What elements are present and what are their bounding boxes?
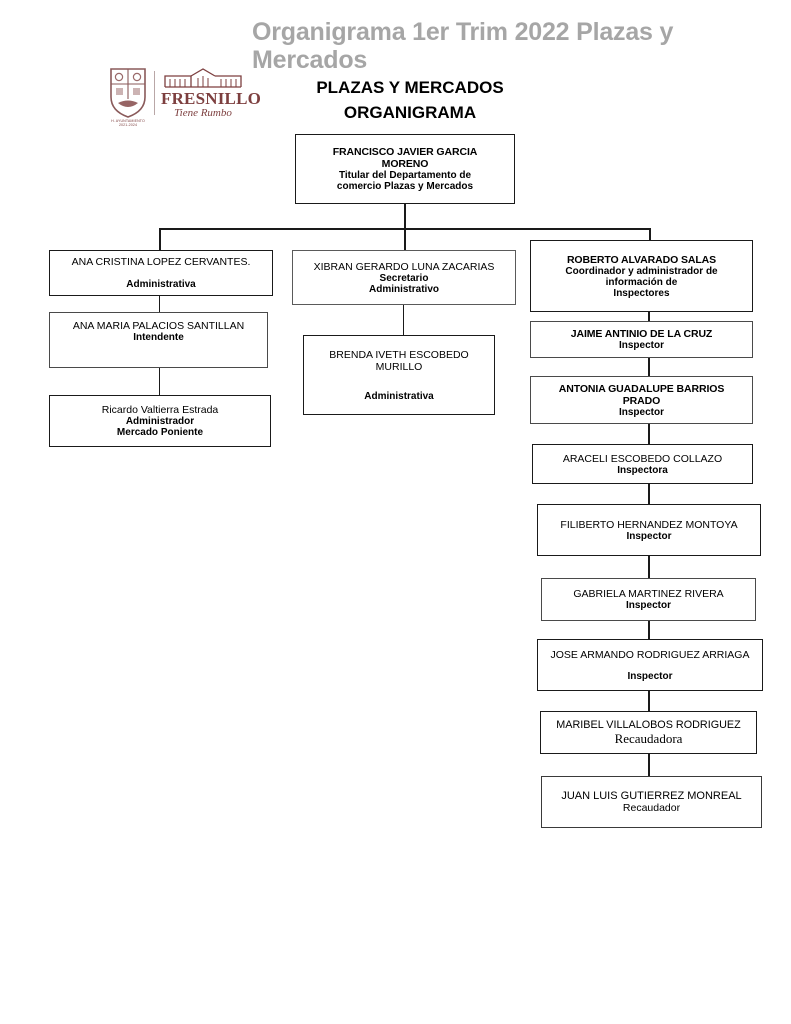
connector-roberto-jaime	[648, 312, 650, 322]
node-name-line: MARIBEL VILLALOBOS RODRIGUEZ	[556, 718, 741, 731]
connector-anacristina-anamaria	[159, 296, 161, 312]
node-name-line: XIBRAN GERARDO LUNA ZACARIAS	[313, 260, 495, 273]
connector-drop-center	[404, 228, 406, 250]
node-name-line: JOSE ARMANDO RODRIGUEZ ARRIAGA	[550, 648, 750, 661]
org-node-antonia[interactable]: ANTONIA GUADALUPE BARRIOS PRADO Inspecto…	[530, 376, 753, 424]
node-role-line: información de	[605, 276, 678, 288]
connector-jaime-antonia	[648, 358, 650, 376]
node-role-line: Administrativo	[368, 283, 439, 295]
wordmark-tagline: Tiene Rumbo	[174, 107, 232, 119]
org-node-jaime[interactable]: JAIME ANTINIO DE LA CRUZ Inspector	[530, 321, 753, 358]
heading-line-2: ORGANIGRAMA	[343, 102, 477, 122]
node-name-line: JAIME ANTINIO DE LA CRUZ	[570, 328, 713, 340]
connector-josearmando-maribel	[648, 691, 650, 711]
connector-head-trunk	[404, 204, 406, 229]
node-role-line: Administrador	[125, 416, 195, 427]
connector-gabriela-josearmando	[648, 621, 650, 639]
coat-of-arms-icon: H. AYUNTAMIENTO 2021-2024	[108, 67, 148, 127]
node-name-line: ARACELI ESCOBEDO COLLAZO	[562, 452, 723, 465]
node-name-line: ANTONIA GUADALUPE BARRIOS	[558, 382, 725, 395]
node-name-line: ANA MARIA PALACIOS SANTILLAN	[72, 319, 245, 332]
org-node-roberto[interactable]: ROBERTO ALVARADO SALAS Coordinador y adm…	[530, 240, 753, 312]
connector-maribel-juanluis	[648, 754, 650, 776]
node-role-line: Coordinador y administrador de	[565, 265, 718, 277]
connector-drop-left	[159, 228, 161, 250]
org-node-ricardo[interactable]: Ricardo Valtierra Estrada Administrador …	[49, 395, 271, 447]
node-role-line: Recaudadora	[614, 730, 683, 746]
org-node-xibran[interactable]: XIBRAN GERARDO LUNA ZACARIAS Secretario …	[292, 250, 516, 305]
connector-araceli-filiberto	[648, 484, 650, 504]
org-node-gabriela[interactable]: GABRIELA MARTINEZ RIVERA Inspector	[541, 578, 756, 621]
org-node-araceli[interactable]: ARACELI ESCOBEDO COLLAZO Inspectora	[532, 444, 753, 484]
node-role-line: Secretario	[379, 272, 429, 284]
connector-anamaria-ricardo	[159, 368, 161, 395]
node-role-line: Administrativa	[126, 279, 196, 290]
org-node-filiberto[interactable]: FILIBERTO HERNANDEZ MONTOYA Inspector	[537, 504, 761, 556]
node-name-line: JUAN LUIS GUTIERREZ MONREAL	[561, 790, 742, 802]
org-node-jose-armando[interactable]: JOSE ARMANDO RODRIGUEZ ARRIAGA Inspector	[537, 639, 763, 691]
node-role-line: Intendente	[133, 331, 184, 343]
node-role-line: Recaudador	[622, 802, 681, 814]
node-name-line: MURILLO	[375, 360, 423, 373]
page-title: Organigrama 1er Trim 2022 Plazas y Merca…	[252, 18, 674, 74]
node-name-line: Ricardo Valtierra Estrada	[101, 404, 219, 416]
node-role-line: comercio Plazas y Mercados	[336, 181, 474, 192]
node-name-line: MORENO	[381, 158, 429, 170]
org-node-brenda[interactable]: BRENDA IVETH ESCOBEDO MURILLO Administra…	[303, 335, 495, 415]
node-role-line: Titular del Departamento de	[338, 170, 472, 181]
connector-drop-right	[649, 228, 651, 240]
node-role-line: Administrativa	[364, 390, 434, 402]
org-node-maribel[interactable]: MARIBEL VILLALOBOS RODRIGUEZ Recaudadora	[540, 711, 757, 754]
node-name-line: ANA CRISTINA LOPEZ CERVANTES.	[71, 256, 251, 268]
org-node-juan-luis[interactable]: JUAN LUIS GUTIERREZ MONREAL Recaudador	[541, 776, 762, 828]
fresnillo-logo: H. AYUNTAMIENTO 2021-2024	[108, 58, 262, 128]
node-role-line: Inspector	[625, 600, 671, 611]
connector-filiberto-gabriela	[648, 556, 650, 578]
connector-antonia-araceli	[648, 424, 650, 444]
node-role-line: Inspectora	[617, 464, 668, 476]
node-role-line: Inspector	[618, 340, 664, 351]
node-role-line: Inspector	[626, 530, 672, 542]
node-name-line: ROBERTO ALVARADO SALAS	[566, 253, 717, 266]
logo-divider	[154, 71, 155, 115]
org-chart-heading: PLAZAS Y MERCADOS ORGANIGRAMA	[250, 76, 570, 125]
heading-line-1: PLAZAS Y MERCADOS	[316, 78, 504, 97]
node-name-line: GABRIELA MARTINEZ RIVERA	[573, 588, 724, 600]
node-name-line: BRENDA IVETH ESCOBEDO	[329, 348, 469, 361]
fresnillo-wordmark: FRESNILLO Tiene Rumbo	[161, 67, 262, 119]
org-node-ana-maria[interactable]: ANA MARIA PALACIOS SANTILLAN Intendente	[49, 312, 268, 368]
node-role-line: Inspector	[618, 406, 664, 418]
org-node-ana-cristina[interactable]: ANA CRISTINA LOPEZ CERVANTES. Administra…	[49, 250, 273, 296]
org-node-head[interactable]: FRANCISCO JAVIER GARCIA MORENO Titular d…	[295, 134, 515, 204]
node-role-line: Mercado Poniente	[116, 427, 204, 438]
wordmark-text: FRESNILLO	[161, 89, 262, 108]
node-role-line: Inspectores	[613, 287, 670, 299]
crest-caption: H. AYUNTAMIENTO 2021-2024	[111, 119, 145, 127]
connector-xibran-brenda	[403, 305, 405, 335]
node-role-line: Inspector	[627, 670, 673, 682]
node-name-line: FILIBERTO HERNANDEZ MONTOYA	[560, 518, 738, 531]
node-name-line: PRADO	[622, 394, 661, 407]
node-name-line: FRANCISCO JAVIER GARCIA	[332, 146, 478, 158]
